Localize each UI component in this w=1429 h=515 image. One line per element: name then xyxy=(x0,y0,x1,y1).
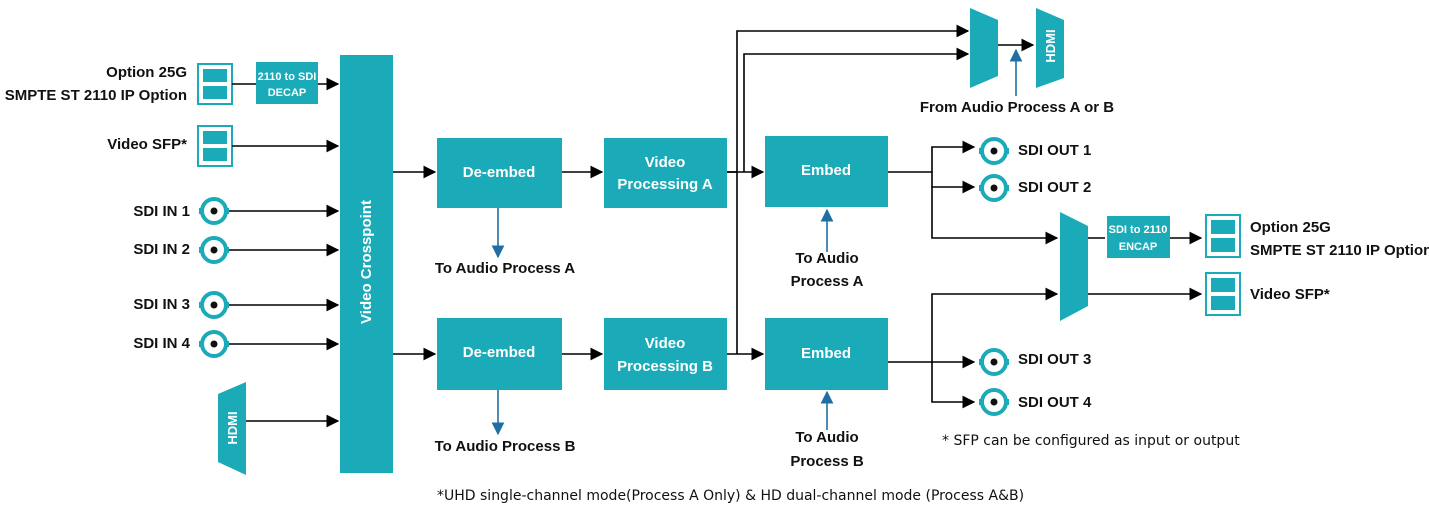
option25g-out-label-1: Option 25G xyxy=(1250,219,1331,236)
video-crosspoint-block: Video Crosspoint xyxy=(340,55,393,473)
embed-b-to-ip-mux xyxy=(888,287,1059,363)
sdi-in-4-label: SDI IN 4 xyxy=(133,335,190,352)
hdmi-out-label: HDMI xyxy=(1043,29,1058,62)
video-proc-b-block: Video Processing B xyxy=(604,318,727,390)
bnc-connector-icon xyxy=(199,330,229,358)
from-audio-a-label-2: Process A xyxy=(791,273,864,290)
from-audio-a-label-1: To Audio xyxy=(795,250,858,267)
crosspoint-label: Video Crosspoint xyxy=(358,200,375,324)
proc-a-label-2: Processing A xyxy=(617,176,712,193)
sdi-in-2-label: SDI IN 2 xyxy=(133,241,190,258)
option25g-in-label-2: SMPTE ST 2110 IP Option xyxy=(5,87,187,104)
video-proc-a-block: Video Processing A xyxy=(604,138,727,208)
hdmi-in-icon: HDMI xyxy=(218,382,246,475)
deembed-b-block: De-embed xyxy=(437,318,562,390)
bnc-connector-icon xyxy=(979,348,1009,376)
embed-a-block: Embed xyxy=(765,136,888,207)
option25g-out-label-2: SMPTE ST 2110 IP Option xyxy=(1250,242,1429,259)
sfp-note: * SFP can be configured as input or outp… xyxy=(942,433,1240,449)
ip-mux-icon xyxy=(1060,212,1088,321)
hdmi-mux-icon xyxy=(970,8,998,88)
decap-label-1: 2110 to SDI xyxy=(258,71,317,83)
encap-label-1: SDI to 2110 xyxy=(1109,224,1168,236)
sdi-out-3-label: SDI OUT 3 xyxy=(1018,351,1091,368)
bnc-connector-icon xyxy=(979,388,1009,416)
embed-a-to-sdi-out-2 xyxy=(931,172,976,194)
deembed-a-label: De-embed xyxy=(463,164,536,181)
mode-note: *UHD single-channel mode(Process A Only)… xyxy=(437,488,1024,504)
from-audio-b-label-2: Process B xyxy=(790,453,864,470)
sfp-port-icon xyxy=(1205,214,1241,258)
embed-a-to-sdi-out-1 xyxy=(888,140,976,173)
hdmi-in-label: HDMI xyxy=(225,411,240,444)
sfp-port-icon xyxy=(197,125,233,167)
encap-block: SDI to 2110 ENCAP xyxy=(1107,216,1170,258)
sdi-out-2-label: SDI OUT 2 xyxy=(1018,179,1091,196)
embed-b-to-sdi-out-4 xyxy=(931,362,976,409)
from-audio-b-label-1: To Audio xyxy=(795,429,858,446)
encap-label-2: ENCAP xyxy=(1119,241,1158,253)
bnc-connector-icon xyxy=(979,137,1009,165)
option25g-in-label-1: Option 25G xyxy=(106,64,187,81)
bnc-connector-icon xyxy=(199,291,229,319)
hdmi-out-icon: HDMI xyxy=(1036,8,1064,88)
bnc-connector-icon xyxy=(199,197,229,225)
deembed-a-block: De-embed xyxy=(437,138,562,208)
embed-b-label: Embed xyxy=(801,345,851,362)
deembed-b-label: De-embed xyxy=(463,344,536,361)
bus-b-to-hdmi-mux xyxy=(736,24,970,354)
sdi-in-3-label: SDI IN 3 xyxy=(133,296,190,313)
hdmi-audio-label: From Audio Process A or B xyxy=(920,99,1114,116)
video-sfp-out-label: Video SFP* xyxy=(1250,286,1330,303)
sfp-port-icon xyxy=(197,63,233,105)
bnc-connector-icon xyxy=(199,236,229,264)
video-sfp-in-label: Video SFP* xyxy=(107,136,187,153)
decap-block: 2110 to SDI DECAP xyxy=(256,62,318,104)
embed-a-to-ip-mux xyxy=(931,187,1059,245)
bus-a-to-hdmi-mux xyxy=(743,47,970,172)
sdi-out-1-label: SDI OUT 1 xyxy=(1018,142,1091,159)
to-audio-a-label: To Audio Process A xyxy=(435,260,575,277)
embed-b-block: Embed xyxy=(765,318,888,390)
embed-a-label: Embed xyxy=(801,162,851,179)
sdi-in-1-label: SDI IN 1 xyxy=(133,203,190,220)
sdi-out-4-label: SDI OUT 4 xyxy=(1018,394,1092,411)
proc-b-label-1: Video xyxy=(645,335,686,352)
decap-label-2: DECAP xyxy=(268,87,307,99)
bnc-connector-icon xyxy=(979,174,1009,202)
to-audio-b-label: To Audio Process B xyxy=(435,438,576,455)
proc-b-label-2: Processing B xyxy=(617,358,713,375)
proc-a-label-1: Video xyxy=(645,154,686,171)
sfp-port-icon xyxy=(1205,272,1241,316)
